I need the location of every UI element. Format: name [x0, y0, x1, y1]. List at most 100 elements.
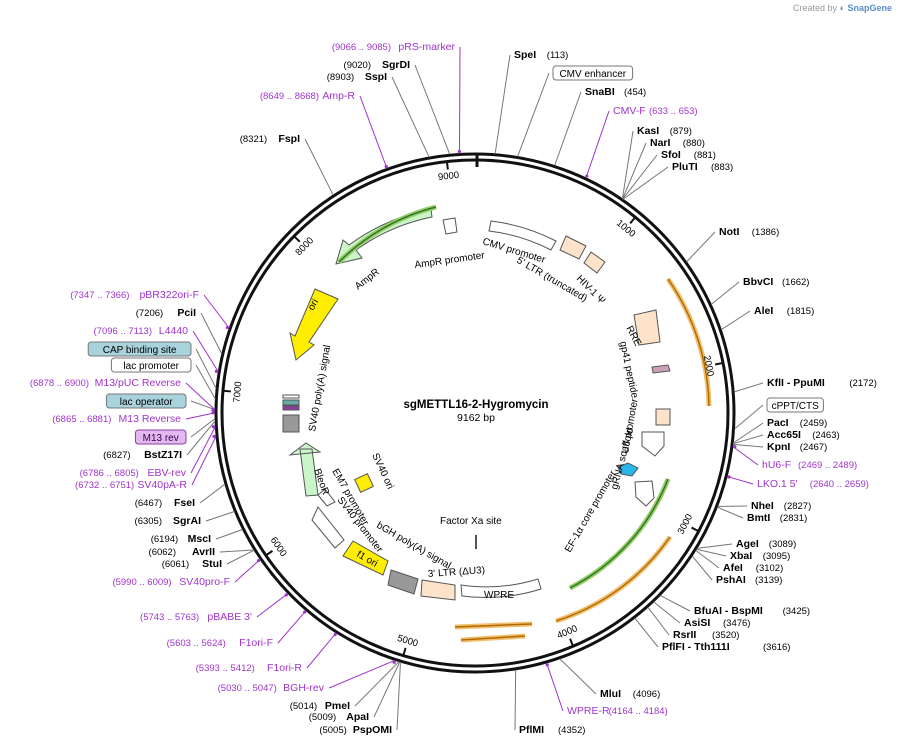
gp41-feature[interactable]	[651, 364, 671, 374]
site-pflfi[interactable]: PflFI - Tth111I(3616)	[634, 617, 791, 653]
sv40-promoter-feature[interactable]	[311, 506, 345, 549]
site-pmei[interactable]: (5014)PmeI	[290, 661, 400, 712]
lac-promoter-feature[interactable]	[282, 394, 300, 399]
site-mlui[interactable]: MluI(4096)	[559, 658, 660, 700]
site-sspi[interactable]: (8903)SspI	[327, 71, 430, 158]
site-afei[interactable]: AfeI(3102)	[695, 549, 784, 574]
site-apai[interactable]: (5009)ApaI	[309, 661, 401, 723]
site-fspi[interactable]: (8321)FspI	[240, 133, 334, 196]
site-l4440[interactable]: (7096 .. 7113)L4440	[94, 325, 219, 374]
site-pbr322[interactable]: (7347 .. 7366)pBR322ori-F	[70, 289, 230, 330]
site-cmv-enh[interactable]: CMV enhancer	[517, 65, 634, 157]
site-cap[interactable]: CAP binding site	[87, 341, 217, 389]
u6-small-box[interactable]	[655, 408, 671, 426]
site-pcii[interactable]: (7206)PciI	[136, 307, 223, 355]
snapgene-logo-icon: ◐	[839, 3, 845, 13]
site-sgrai[interactable]: (6305)SgrAI	[135, 511, 235, 527]
site-stui[interactable]: (6061)StuI	[162, 549, 255, 570]
hiv-psi-feature[interactable]	[583, 251, 606, 274]
tick-mark	[265, 550, 274, 557]
site-hu6f-name: hU6-F	[762, 459, 791, 471]
site-pbabe[interactable]: (5743 .. 5763)pBABE 3'	[140, 593, 289, 623]
site-m13puc[interactable]: (6878 .. 6900)M13/pUC Reverse	[30, 377, 216, 412]
label-factor-xa: Factor Xa site	[440, 516, 502, 527]
site-f1orif[interactable]: (5603 .. 5624)F1ori-F	[167, 610, 307, 649]
site-nhei[interactable]: NheI(2827)	[717, 500, 812, 512]
site-alei[interactable]: AleI(1815)	[721, 305, 814, 331]
site-pspomi[interactable]: (5005)PspOMI	[319, 662, 401, 736]
ampr-feature[interactable]	[335, 208, 433, 265]
site-kpni[interactable]: KpnI(2467)	[733, 441, 827, 453]
site-fsei[interactable]: (6467)FseI	[135, 483, 226, 509]
site-nari[interactable]: NarI(880)	[622, 137, 705, 200]
site-bghrev[interactable]: (5030 .. 5047)BGH-rev	[218, 659, 396, 694]
site-lacop[interactable]: lac operator	[105, 393, 216, 411]
site-bstz17i[interactable]: (6827)BstZ17I	[103, 420, 216, 461]
site-hu6f[interactable]: hU6-F(2469 .. 2489)	[732, 445, 857, 471]
site-kfli[interactable]: KflI - PpuMI(2172)	[733, 377, 877, 393]
ltr3-feature[interactable]	[420, 579, 456, 601]
site-msci-leader	[215, 529, 243, 540]
site-ebvrev[interactable]: (6786 .. 6805)EBV-rev	[80, 425, 216, 479]
site-rsrii[interactable]: RsrII(3520)	[647, 606, 740, 641]
bgh-feature[interactable]	[387, 569, 419, 595]
plasmid-size: 9162 bp	[457, 412, 495, 424]
site-m13reverse[interactable]: (6865 .. 6881)M13 Reverse	[52, 411, 216, 425]
label-ltr3: 3' LTR (ΔU3)	[427, 565, 485, 580]
rre-feature[interactable]	[633, 309, 661, 346]
site-f1orir-leader	[306, 632, 337, 669]
u6-promoter-feature[interactable]	[641, 431, 665, 457]
site-noti[interactable]: NotI(1386)	[686, 226, 780, 263]
site-cppt[interactable]: cPPT/CTS	[734, 397, 824, 430]
site-cmvf-position: (633 .. 653)	[649, 106, 698, 117]
site-ampr-primer[interactable]: (8649 .. 8668)Amp-R	[260, 90, 388, 169]
site-sfoi[interactable]: SfoI(881)	[622, 149, 716, 200]
site-f1orir[interactable]: (5393 .. 5412)F1ori-R	[196, 632, 337, 674]
site-bmti[interactable]: BmtI(2831)	[717, 506, 807, 524]
site-wprer[interactable]: WPRE-R(4164 .. 4184)	[545, 662, 668, 717]
ltr5-feature[interactable]	[559, 235, 587, 260]
site-msci[interactable]: (6194)MscI	[151, 529, 243, 545]
site-xbai[interactable]: XbaI(3095)	[696, 548, 790, 562]
f1-ori-feature[interactable]	[342, 540, 389, 576]
site-sv40prof-leader	[234, 559, 261, 583]
sv40-polya-feature[interactable]	[282, 414, 300, 433]
site-lko[interactable]: LKO.1 5'(2640 .. 2659)	[726, 475, 869, 490]
site-sgrdi[interactable]: (9020)SgrDI	[344, 59, 451, 155]
site-stui-leader	[226, 549, 255, 565]
m13-rev-feature[interactable]	[282, 405, 300, 411]
ori-feature[interactable]	[289, 288, 339, 361]
ampr-promoter-feature[interactable]	[442, 217, 458, 235]
site-sv40prof[interactable]: (5990 .. 6009)SV40pro-F	[112, 558, 261, 588]
site-asisi[interactable]: AsiSI(3476)	[653, 601, 751, 629]
site-plutI[interactable]: PluTI(883)	[622, 161, 733, 200]
site-sv40par[interactable]: (6732 .. 6751)SV40pA-R	[75, 434, 217, 491]
site-m13rev[interactable]: M13 rev	[134, 418, 216, 445]
site-paci[interactable]: PacI(2459)	[732, 417, 827, 444]
site-lacprom[interactable]: lac promoter	[110, 357, 216, 400]
site-pshai[interactable]: PshAI(3139)	[691, 555, 782, 586]
site-cmvf[interactable]: CMV-F(633 .. 653)	[585, 105, 698, 179]
site-prsmarker[interactable]: (9066 .. 9085)pRS-marker	[332, 41, 461, 154]
site-avrii[interactable]: (6062)AvrII	[149, 546, 255, 558]
ef1a-core-feature[interactable]	[634, 480, 655, 507]
site-bfuai[interactable]: BfuAI - BspMI(3425)	[659, 595, 810, 617]
site-sgrai-name: SgrAI	[173, 515, 201, 527]
site-agei[interactable]: AgeI(3089)	[696, 538, 796, 550]
cmv-promoter-feature[interactable]	[488, 220, 557, 251]
bleor-feature[interactable]	[288, 442, 322, 497]
site-kasi[interactable]: KasI(879)	[621, 125, 692, 199]
em7-feature[interactable]	[317, 488, 336, 507]
grna-scaffold-feature[interactable]	[617, 462, 639, 477]
site-bbvci[interactable]: BbvCI(1662)	[710, 276, 809, 305]
sv40-ori-feature[interactable]	[354, 473, 374, 493]
label-ampr-promoter: AmpR promoter	[414, 250, 486, 271]
wpre-feature[interactable]	[460, 578, 542, 598]
site-pflmi[interactable]: PflMI(4352)	[514, 669, 585, 736]
site-acc65i[interactable]: Acc65I(2463)	[733, 429, 840, 445]
lac-operator-feature[interactable]	[282, 399, 300, 406]
site-snabi[interactable]: SnaBI(454)	[554, 86, 647, 166]
site-cmv-enh-name: CMV enhancer	[559, 69, 626, 80]
site-lko-leader	[726, 475, 754, 485]
site-spei[interactable]: SpeI(113)	[494, 49, 568, 154]
